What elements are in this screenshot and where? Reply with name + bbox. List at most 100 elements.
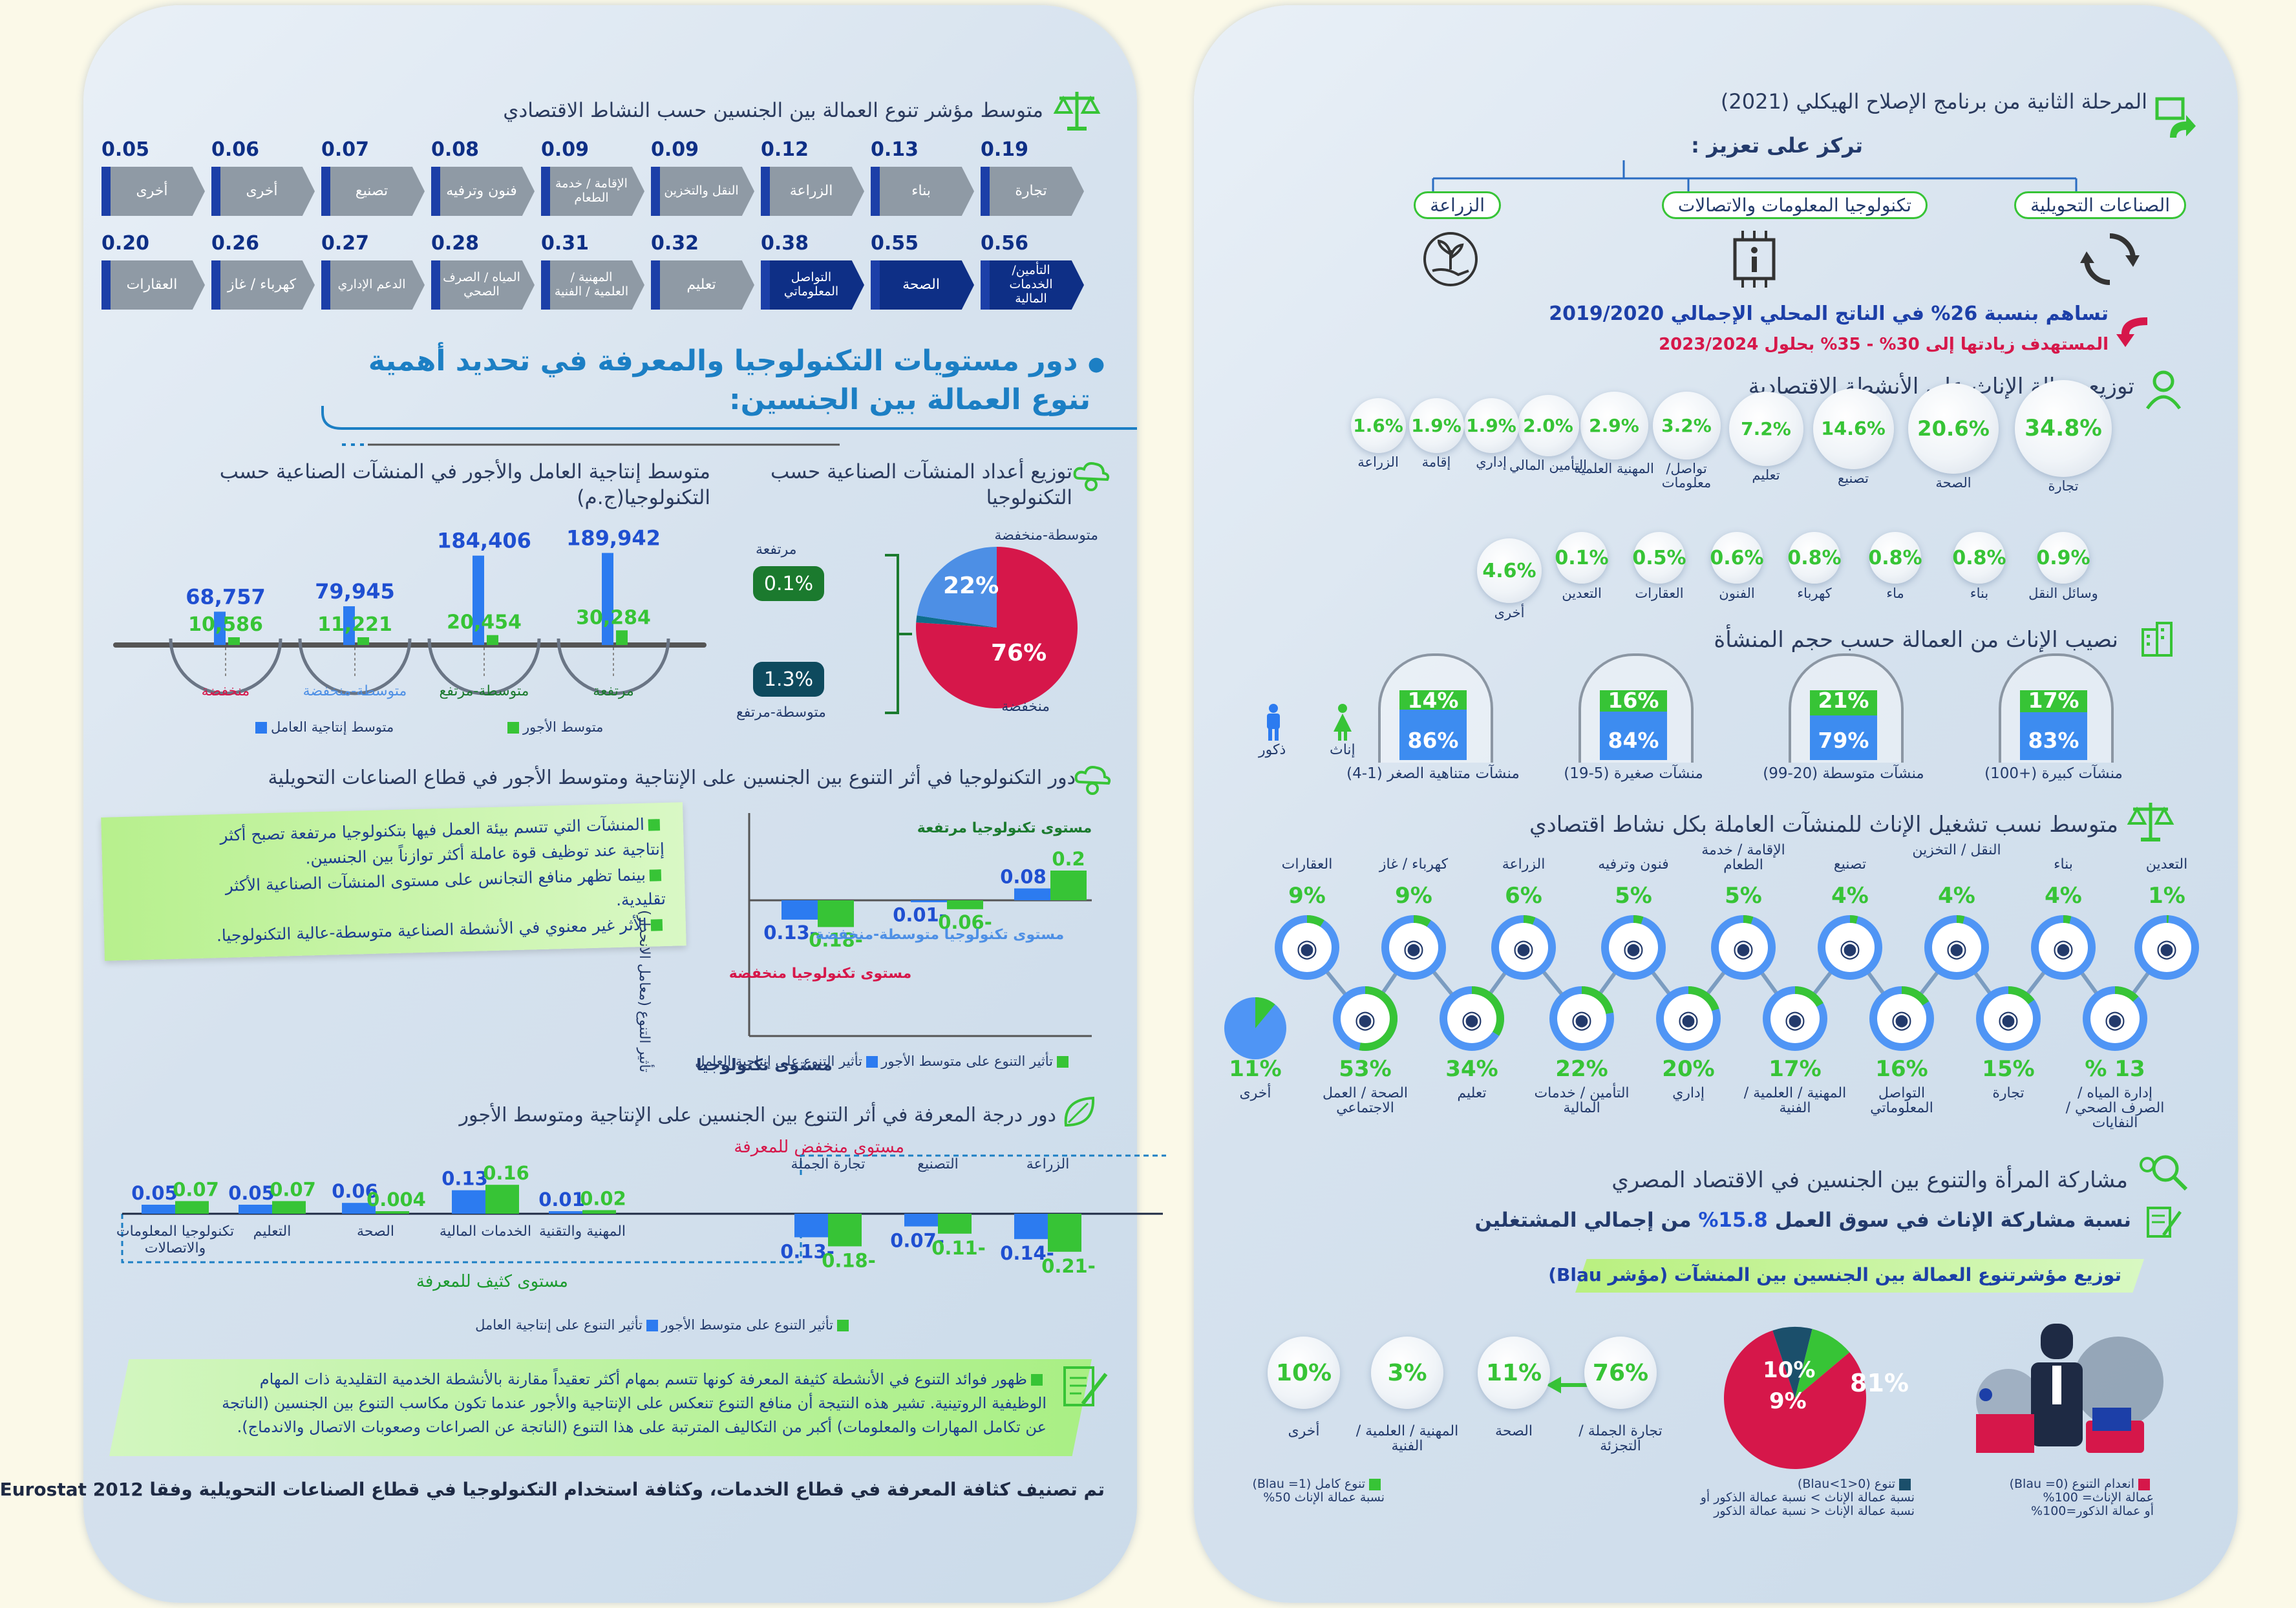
size-female-value: 16%: [1608, 688, 1659, 713]
index-value: 0.27: [321, 232, 370, 255]
avg-female-title: متوسط نسب تشغيل الإناث للمنشآت العاملة ب…: [1529, 812, 2118, 838]
know-bar-productivity: [342, 1203, 376, 1214]
index-arrow-label: المهنية / العلمية / الفنية: [554, 270, 629, 299]
info-chip-icon: [1723, 228, 1785, 293]
female-dist-circle: 20.6%: [1908, 383, 1999, 474]
tech-effect-bar-productivity: [911, 900, 947, 902]
avg-ring-inner: [1770, 994, 1820, 1043]
prod-bar-wage: [616, 630, 628, 645]
tech-effect-bar-wage: [947, 900, 983, 909]
bottom-note-banner: [109, 1359, 1092, 1456]
know-bar-productivity: [794, 1214, 828, 1238]
communication-icon: ◉: [1891, 1005, 1912, 1033]
index-title: متوسط مؤشر تنوع العمالة بين الجنسين حسب …: [503, 99, 1043, 122]
know-value-productivity: 0.01: [538, 1189, 585, 1211]
female-dist-label: التعدين: [1562, 586, 1602, 601]
index-arrow-label: تعليم: [686, 277, 716, 293]
recycle-icon: [2079, 228, 2141, 293]
index-value: 0.05: [101, 138, 150, 161]
index-arrow-label: تجارة: [1015, 183, 1047, 200]
blau-legend-full: تنوع كامل (Blau =1) نسبة عمالة الإناث 50…: [1252, 1477, 1385, 1505]
plant-hand-icon: [1419, 228, 1482, 293]
tech-pie: [916, 547, 1078, 708]
female-dist-label: الفنون: [1719, 586, 1755, 601]
prod-legend-prod: متوسط إنتاجية العامل: [251, 719, 394, 735]
avg-top-value: 9%: [1288, 883, 1326, 909]
avg-top-label: الزراعة: [1502, 856, 1546, 873]
blau-circle: 10%: [1268, 1337, 1340, 1409]
women-line-value: 15.8%: [1698, 1209, 1768, 1232]
avg-ring-inner: [1389, 923, 1438, 972]
phase-title: المرحلة الثانية من برنامج الإصلاح الهيكل…: [1720, 89, 2147, 114]
tech-effect-bar-productivity: [1014, 888, 1050, 900]
know-value-productivity: 0.05: [228, 1182, 275, 1204]
index-arrow: الصحة: [871, 260, 974, 310]
tech-effect-bar-wage: [818, 900, 854, 927]
prod-legend-prod-text: متوسط إنتاجية العامل: [271, 719, 394, 735]
know-value-wage: -0.11: [931, 1237, 986, 1259]
prod-bar-productivity: [602, 553, 613, 645]
index-arrow-marker: [541, 260, 550, 310]
size-male-value: 79%: [1818, 728, 1869, 753]
index-arrow-label: النقل والتخزين: [664, 184, 739, 198]
index-arrow-marker: [431, 260, 440, 310]
index-arrow: الدعم الإداري: [321, 260, 425, 310]
index-value: 0.28: [431, 232, 480, 255]
avg-bottom-label: إدارة المياه / الصرف الصحي / النفايات: [2065, 1085, 2165, 1132]
index-arrow: المهنية / العلمية / الفنية: [541, 260, 644, 310]
know-category-label: المهنية والتقنية: [539, 1223, 626, 1240]
tech-effect-bar-productivity: [781, 900, 818, 920]
know-high-bracket: [121, 1214, 802, 1264]
avg-other-pie: [1224, 997, 1286, 1059]
prod-value-productivity: 79,945: [315, 579, 394, 604]
blau-pie-red-label: 81%: [1850, 1369, 1909, 1397]
know-title: دور درجة المعرفة في أثر التنوع بين الجنس…: [459, 1104, 1056, 1127]
index-value: 0.20: [101, 232, 150, 255]
index-arrow-marker: [101, 260, 111, 310]
size-bar-female: [2020, 690, 2087, 712]
notepad-pen-icon: [1059, 1361, 1111, 1415]
avg-bottom-label: أخرى: [1239, 1085, 1271, 1101]
size-bar-female: [1399, 690, 1467, 710]
avg-ring-inner: [1341, 994, 1390, 1043]
avg-bottom-value: 16%: [1875, 1056, 1928, 1082]
blau-legend-full-title: تنوع كامل (Blau =1): [1252, 1477, 1365, 1491]
size-female-value: 21%: [1818, 688, 1869, 713]
size-bar-label: منشآت متناهية الصغر (1-4): [1346, 765, 1520, 782]
factory-icon: ◉: [1839, 934, 1860, 962]
index-value: 0.12: [761, 138, 809, 161]
know-legend-wage: تأثير التنوع على متوسط الأجور: [661, 1317, 853, 1333]
blau-legend-none: انعدام التنوع (Blau =0) عمالة الإناث= 10…: [2010, 1477, 2154, 1518]
know-high-label: مستوى كثيف للمعرفة: [416, 1272, 568, 1291]
prod-category-label: متوسطة-مرتفع: [440, 683, 529, 699]
female-dist-circle: 1.9%: [1408, 397, 1464, 453]
prod-glass: [427, 638, 541, 695]
male-figure-icon: [1262, 703, 1285, 745]
know-value-productivity: -0.14: [1000, 1242, 1054, 1264]
avg-top-value: 5%: [1615, 883, 1652, 909]
know-bar-productivity: [239, 1205, 272, 1214]
index-arrow: الإقامة / خدمة الطعام: [541, 167, 644, 216]
avg-bottom-value: 22%: [1555, 1056, 1608, 1082]
pie-cat-low: منخفضة: [1001, 699, 1050, 715]
know-value-wage: -0.21: [1041, 1255, 1096, 1277]
size-female-value: 14%: [1407, 688, 1459, 713]
index-arrow-marker: [981, 260, 990, 310]
blau-pie-slice: [1724, 1330, 1866, 1469]
female-dist-label: تواصل/ معلومات: [1661, 460, 1712, 491]
female-dist-label: إداري: [1476, 454, 1507, 470]
blau-arrow-head: [1546, 1377, 1561, 1393]
know-bar-wage: [485, 1185, 519, 1214]
know-bar-wage: [376, 1211, 409, 1214]
business-people-illustration: [1957, 1311, 2170, 1475]
know-bar-productivity: [549, 1211, 582, 1214]
index-arrow-label: التأمين/ الخدمات المالية: [1009, 263, 1053, 306]
prod-glass: [169, 638, 282, 695]
index-value: 0.26: [211, 232, 260, 255]
bottom-note: ظهور فوائد التنوع في الأنشطة كثيفة المعر…: [129, 1368, 1047, 1440]
avg-top-value: 4%: [2045, 883, 2082, 909]
mining-icon: ◉: [2156, 934, 2177, 962]
avg-other-pie-slice: [1255, 997, 1275, 1028]
pill-ict: تكنولوجيا المعلومات والاتصالات: [1661, 191, 1928, 219]
know-low-label: مستوى منخفض للمعرفة: [734, 1137, 904, 1157]
